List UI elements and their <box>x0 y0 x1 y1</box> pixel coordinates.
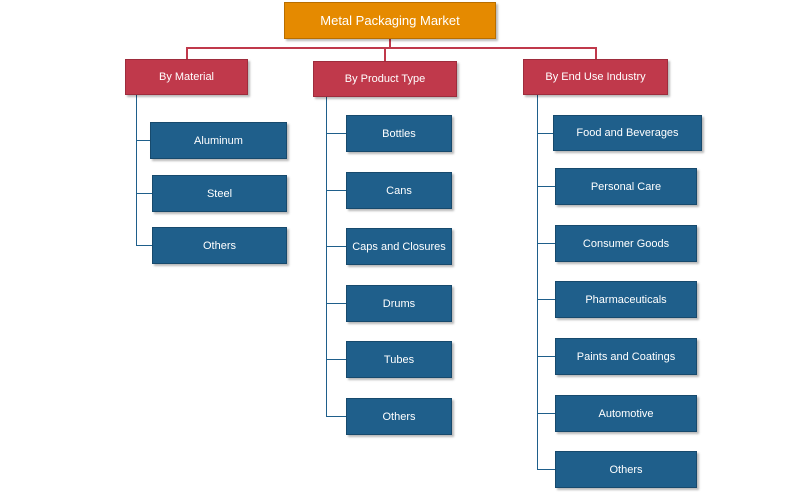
end-use-branch-tick <box>537 243 555 244</box>
category-by-material: By Material <box>125 59 248 95</box>
product-branch-tick <box>326 416 346 417</box>
leaf-consumer-goods: Consumer Goods <box>555 225 697 262</box>
end-use-branch-tick <box>537 299 555 300</box>
leaf-material-others: Others <box>152 227 287 264</box>
root-connector-vertical <box>389 39 391 48</box>
end-use-branch-tick <box>537 469 555 470</box>
end-use-branch-tick <box>537 356 555 357</box>
leaf-bottles: Bottles <box>346 115 452 152</box>
material-branch-tick <box>136 245 152 246</box>
product-type-connector <box>384 47 386 61</box>
end-use-connector <box>595 47 597 59</box>
end-use-branch-tick <box>537 186 555 187</box>
leaf-paints-and-coatings: Paints and Coatings <box>555 338 697 375</box>
end-use-branch-tick <box>537 133 553 134</box>
leaf-automotive: Automotive <box>555 395 697 432</box>
end-use-branch-tick <box>537 413 555 414</box>
leaf-pharmaceuticals: Pharmaceuticals <box>555 281 697 318</box>
leaf-end-use-others: Others <box>555 451 697 488</box>
leaf-caps-and-closures: Caps and Closures <box>346 228 452 265</box>
root-connector-horizontal <box>186 47 597 49</box>
product-branch-tick <box>326 303 346 304</box>
material-connector <box>186 47 188 59</box>
material-branch-tick <box>136 140 150 141</box>
leaf-cans: Cans <box>346 172 452 209</box>
product-branch-tick <box>326 359 346 360</box>
leaf-personal-care: Personal Care <box>555 168 697 205</box>
material-branch-tick <box>136 193 152 194</box>
leaf-food-and-beverages: Food and Beverages <box>553 115 702 151</box>
material-branch-spine <box>136 95 137 246</box>
product-branch-tick <box>326 246 346 247</box>
leaf-steel: Steel <box>152 175 287 212</box>
leaf-drums: Drums <box>346 285 452 322</box>
leaf-aluminum: Aluminum <box>150 122 287 159</box>
product-branch-tick <box>326 133 346 134</box>
end-use-branch-spine <box>537 95 538 470</box>
category-by-end-use-industry: By End Use Industry <box>523 59 668 95</box>
root-node: Metal Packaging Market <box>284 2 496 39</box>
leaf-tubes: Tubes <box>346 341 452 378</box>
product-branch-tick <box>326 190 346 191</box>
product-branch-spine <box>326 97 327 417</box>
leaf-product-others: Others <box>346 398 452 435</box>
category-by-product-type: By Product Type <box>313 61 457 97</box>
